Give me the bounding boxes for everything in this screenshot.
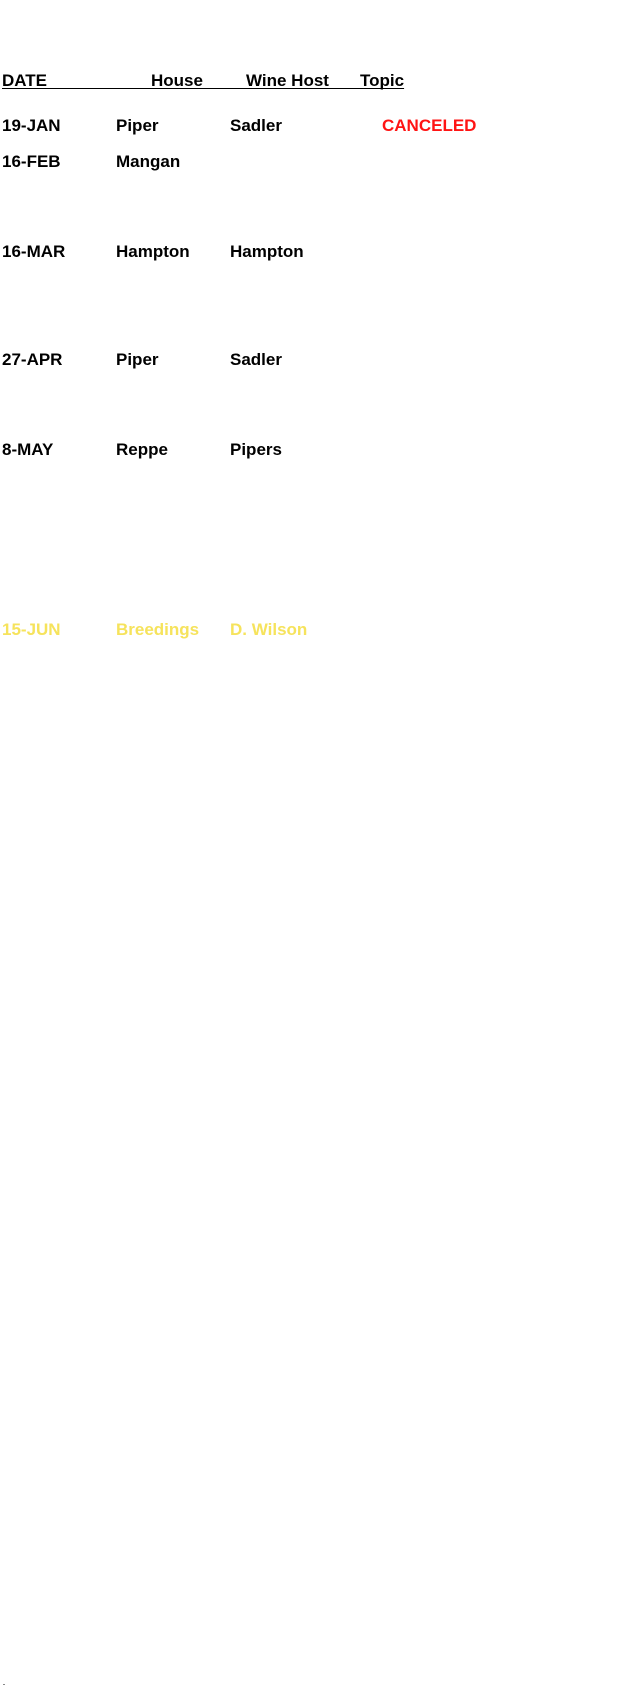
stray-mark xyxy=(3,1684,5,1685)
row-3-wine-host: Hampton xyxy=(230,242,304,261)
row-2-house: Mangan xyxy=(116,152,181,171)
row-5-date: 8-MAY xyxy=(2,440,54,459)
row-5-house: Reppe xyxy=(116,440,168,459)
row-6-date: 15-JUN xyxy=(2,620,61,639)
row-1-wine-host: Sadler xyxy=(230,116,282,135)
row-6-wine-host: D. Wilson xyxy=(230,620,308,639)
row-3-house: Hampton xyxy=(116,242,190,261)
row-3-date: 16-MAR xyxy=(2,242,66,261)
row-4-house: Piper xyxy=(116,350,159,369)
header-wine-host: Wine Host xyxy=(246,71,329,90)
header-house: House xyxy=(151,71,203,90)
row-5-wine-host: Pipers xyxy=(230,440,282,459)
row-1-date: 19-JAN xyxy=(2,116,61,135)
row-1-house: Piper xyxy=(116,116,159,135)
row-4-date: 27-APR xyxy=(2,350,63,369)
header-underline xyxy=(2,88,402,89)
row-6-house: Breedings xyxy=(116,620,200,639)
row-2-date: 16-FEB xyxy=(2,152,61,171)
row-1-topic-canceled: CANCELED xyxy=(382,116,477,135)
header-date: DATE xyxy=(2,71,48,90)
header-topic: Topic xyxy=(360,71,405,90)
row-4-wine-host: Sadler xyxy=(230,350,282,369)
